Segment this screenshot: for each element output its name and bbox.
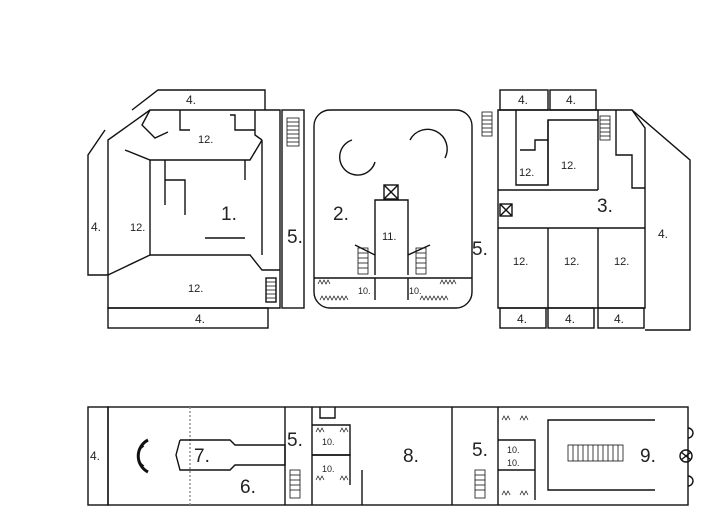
label-12-c: 12.: [188, 283, 203, 295]
label-12-h: 12.: [614, 256, 629, 268]
building-3: [497, 89, 691, 331]
label-10-d: 10.: [322, 464, 335, 474]
building-1-outline: [107, 109, 281, 309]
label-10-f: 10.: [507, 458, 520, 468]
label-4-top-r2: 4.: [566, 93, 576, 107]
exit-icon: [679, 449, 693, 463]
label-12-f: 12.: [513, 256, 528, 268]
label-12-g: 12.: [564, 256, 579, 268]
label-9: 9.: [640, 446, 656, 467]
terrace-top-left: [131, 89, 266, 111]
elevator-icon: [499, 203, 513, 217]
building-2-outline: [313, 109, 473, 309]
label-12-b: 12.: [130, 222, 145, 234]
label-10-a: 10.: [358, 286, 371, 296]
label-1: 1.: [221, 204, 237, 225]
label-2: 2.: [333, 204, 349, 225]
label-12-e: 12.: [519, 167, 534, 179]
label-10-e: 10.: [507, 445, 520, 455]
label-8: 8.: [403, 446, 419, 467]
label-4-bottom-r3: 4.: [614, 312, 624, 326]
label-4-bottom-r2: 4.: [565, 312, 575, 326]
label-4-bottom-left: 4.: [195, 312, 205, 326]
label-3: 3.: [597, 196, 613, 217]
label-5-c: 5.: [287, 430, 303, 451]
label-4-lower: 4.: [90, 449, 100, 463]
label-4-top-left: 4.: [186, 93, 196, 107]
stair-icon: [599, 115, 611, 141]
label-12-d: 12.: [561, 160, 576, 172]
lower-floor-outline: [107, 406, 689, 506]
label-4-left: 4.: [91, 220, 101, 234]
building-3-outline: [497, 109, 646, 309]
stair-icon: [357, 247, 427, 275]
label-10-b: 10.: [409, 286, 422, 296]
terrace-left: [87, 129, 108, 276]
corridor-1: [281, 109, 305, 309]
label-7: 7.: [194, 446, 210, 467]
building-1: [87, 89, 281, 329]
label-4-right: 4.: [658, 227, 668, 241]
terrace-bottom-left: [107, 307, 269, 329]
label-11: 11.: [382, 231, 396, 243]
stair-icon: [289, 469, 486, 499]
label-5-a: 5.: [287, 227, 303, 248]
label-6: 6.: [240, 477, 256, 498]
label-12-a: 12.: [198, 134, 213, 146]
label-5-b: 5.: [472, 239, 488, 260]
elevator-icon: [383, 184, 399, 200]
lower-floor: [87, 406, 694, 506]
building-2: [313, 109, 473, 309]
stair-icon: [481, 111, 493, 137]
label-5-d: 5.: [472, 440, 488, 461]
label-4-bottom-r1: 4.: [517, 312, 527, 326]
stair-icon: [286, 117, 300, 147]
label-4-top-r1: 4.: [518, 93, 528, 107]
label-10-c: 10.: [322, 437, 335, 447]
